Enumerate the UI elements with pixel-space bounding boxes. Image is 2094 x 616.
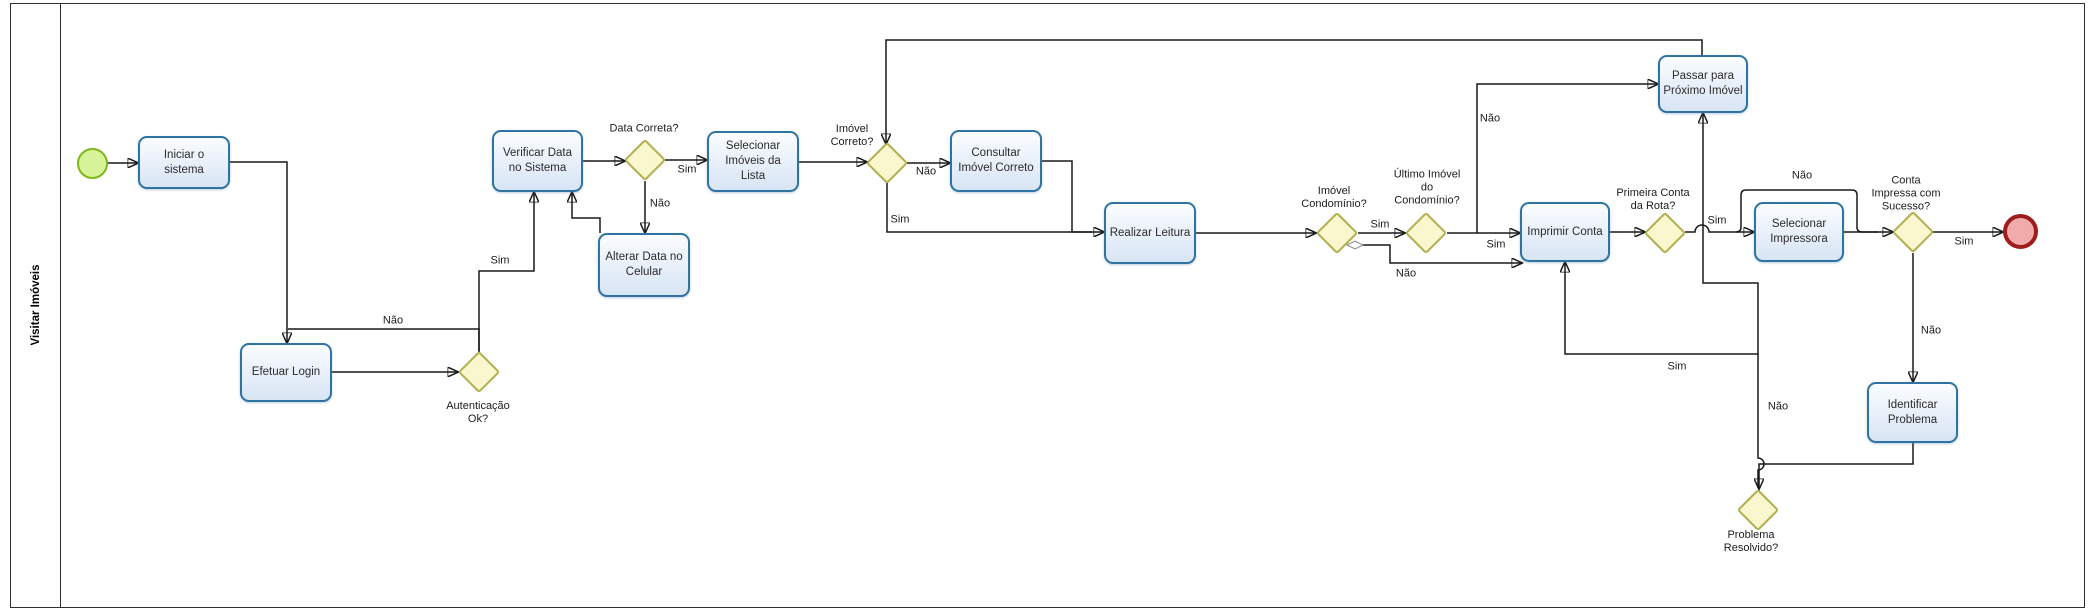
gateway-label-conta-impressa: Conta Impressa com Sucesso? <box>1871 174 1941 213</box>
flow-label-problema-sim: Sim <box>1667 360 1687 373</box>
gateway-label-imovel-condominio: Imóvel Condomínio? <box>1301 185 1367 210</box>
gateway-label-primeira-conta: Primeira Conta da Rota? <box>1616 187 1690 212</box>
task-identificar-problema[interactable]: Identificar Problema <box>1867 382 1958 443</box>
flow-label-correto-sim: Sim <box>890 213 910 226</box>
flow-label-condominio-nao: Não <box>1395 267 1417 280</box>
flow-label-correto-nao: Não <box>915 165 937 178</box>
process-pool <box>10 3 2085 608</box>
task-iniciar-o-sistema[interactable]: Iniciar o sistema <box>138 136 230 189</box>
task-label: Selecionar Impressora <box>1770 218 1828 245</box>
task-label: Realizar Leitura <box>1109 226 1191 239</box>
end-event[interactable] <box>2003 214 2038 249</box>
flow-label-impressa-nao: Não <box>1920 324 1942 337</box>
gateway-label-ultimo-imovel: Último Imóvel do Condomínio? <box>1393 168 1461 207</box>
task-label: Verificar Data no Sistema <box>502 147 573 174</box>
task-label: Alterar Data no Celular <box>605 251 683 278</box>
gateway-label-autenticacao-ok: Autenticação Ok? <box>446 400 510 425</box>
flow-label-autenticacao-sim: Sim <box>490 254 510 267</box>
flow-label-impressa-sim: Sim <box>1954 235 1974 248</box>
start-event[interactable] <box>77 148 108 179</box>
task-label: Iniciar o sistema <box>163 148 205 176</box>
task-passar-para-proximo-imovel[interactable]: Passar para Próximo Imóvel <box>1658 55 1748 113</box>
flow-label-problema-nao: Não <box>1767 400 1789 413</box>
task-selecionar-impressora[interactable]: Selecionar Impressora <box>1754 202 1844 262</box>
lane-header <box>10 3 61 608</box>
flow-label-data-sim: Sim <box>677 163 697 176</box>
flow-label-primeira-sim: Sim <box>1707 214 1727 227</box>
task-realizar-leitura[interactable]: Realizar Leitura <box>1104 202 1196 264</box>
flow-label-ultimo-nao: Não <box>1479 112 1501 125</box>
task-label: Selecionar Imóveis da Lista <box>725 140 781 182</box>
gateway-label-problema-resolvido: Problema Resolvido? <box>1723 529 1779 554</box>
flow-label-ultimo-sim: Sim <box>1486 238 1506 251</box>
task-label: Consultar Imóvel Correto <box>958 147 1034 174</box>
task-verificar-data-no-sistema[interactable]: Verificar Data no Sistema <box>492 130 583 192</box>
flow-label-condominio-sim: Sim <box>1370 218 1390 231</box>
gateway-label-data-correta: Data Correta? <box>609 122 679 135</box>
task-label: Identificar Problema <box>1887 398 1938 426</box>
task-imprimir-conta[interactable]: Imprimir Conta <box>1520 202 1610 262</box>
flow-label-primeira-nao: Não <box>1791 169 1813 182</box>
lane-title: Visitar Imóveis <box>30 264 42 346</box>
task-efetuar-login[interactable]: Efetuar Login <box>240 343 332 402</box>
task-selecionar-imoveis-da-lista[interactable]: Selecionar Imóveis da Lista <box>707 131 799 192</box>
flow-label-autenticacao-nao: Não <box>382 314 404 327</box>
task-label: Efetuar Login <box>251 366 321 379</box>
task-alterar-data-no-celular[interactable]: Alterar Data no Celular <box>598 233 690 297</box>
flow-label-data-nao: Não <box>649 197 671 210</box>
gateway-label-imovel-correto: Imóvel Correto? <box>830 123 874 148</box>
task-label: Imprimir Conta <box>1527 225 1603 238</box>
task-consultar-imovel-correto[interactable]: Consultar Imóvel Correto <box>950 130 1042 192</box>
task-label: Passar para Próximo Imóvel <box>1663 70 1743 97</box>
